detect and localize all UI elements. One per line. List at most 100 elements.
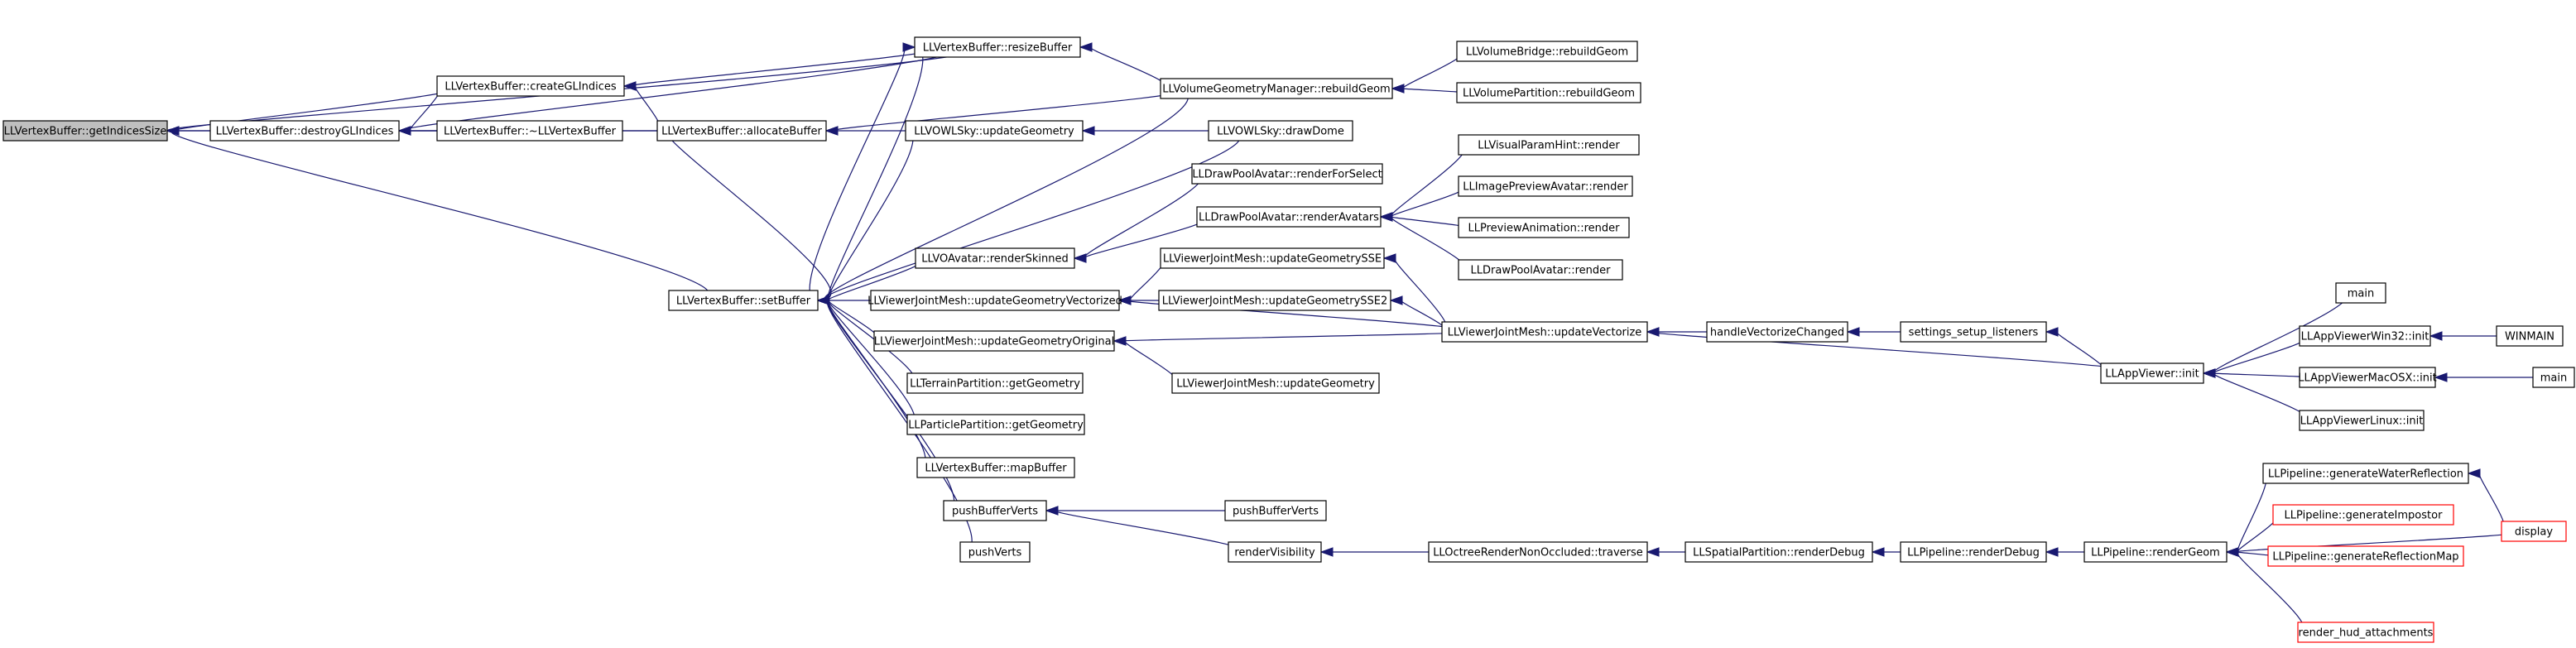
node-label: LLVertexBuffer::mapBuffer: [925, 463, 1067, 475]
node-root[interactable]: LLVertexBuffer::getIndicesSize: [2, 120, 168, 142]
arrowhead: [824, 126, 839, 136]
node-settingsListeners[interactable]: settings_setup_listeners: [1900, 321, 2047, 343]
arrowhead: [1846, 327, 1860, 337]
node-createGL[interactable]: LLVertexBuffer::createGLIndices: [436, 75, 625, 97]
node-box: [2299, 367, 2436, 388]
node-label: LLVertexBuffer::allocateBuffer: [661, 126, 822, 138]
node-pipeRenderGeom[interactable]: LLPipeline::renderGeom: [2083, 541, 2228, 563]
node-owlUpdate[interactable]: LLVOWLSky::updateGeometry: [905, 120, 1084, 142]
node-box: [943, 500, 1047, 521]
node-label: LLVolumeBridge::rebuildGeom: [1466, 46, 1628, 59]
node-appViewerInit[interactable]: LLAppViewer::init: [2100, 362, 2204, 384]
node-handleVectorize[interactable]: handleVectorizeChanged: [1706, 321, 1848, 343]
edge-volGeomMgr-to-resizeBuffer: [1089, 46, 1168, 89]
node-pushVerts[interactable]: pushVerts: [959, 541, 1031, 563]
node-label: pushBufferVerts: [1233, 506, 1319, 518]
node-genWaterRefl[interactable]: LLPipeline::generateWaterReflection: [2262, 463, 2469, 484]
arrowhead: [1117, 295, 1132, 305]
node-owlDraw[interactable]: LLVOWLSky::drawDome: [1208, 120, 1353, 142]
node-volPartition[interactable]: LLVolumePartition::rebuildGeom: [1456, 82, 1641, 103]
arrowhead: [1382, 253, 1396, 263]
arrowhead: [166, 126, 180, 136]
node-box: [2262, 463, 2469, 484]
node-main2[interactable]: main: [2532, 367, 2575, 388]
node-label: LLOctreeRenderNonOccluded::traverse: [1433, 547, 1643, 559]
edge-setBuffer-to-allocateBuffer: [666, 130, 832, 301]
node-resizeBuffer[interactable]: LLVertexBuffer::resizeBuffer: [914, 36, 1081, 58]
node-octreeTraverse[interactable]: LLOctreeRenderNonOccluded::traverse: [1428, 541, 1648, 563]
edge-owlDraw-to-setBuffer: [823, 130, 1241, 301]
node-renderForSelect[interactable]: LLDrawPoolAvatar::renderForSelect: [1191, 163, 1383, 185]
node-main1[interactable]: main: [2335, 282, 2386, 304]
arrowhead: [2434, 372, 2448, 382]
node-label: LLVertexBuffer::resizeBuffer: [923, 42, 1073, 55]
node-label: settings_setup_listeners: [1909, 327, 2039, 339]
node-mapBuffer[interactable]: LLVertexBuffer::mapBuffer: [916, 457, 1075, 478]
arrowhead: [2202, 368, 2216, 378]
node-pushBufferVerts1[interactable]: pushBufferVerts: [943, 500, 1047, 521]
node-win32Init[interactable]: LLAppViewerWin32::init: [2299, 325, 2431, 347]
node-label: LLVertexBuffer::destroyGLIndices: [216, 126, 394, 138]
node-destroyGL[interactable]: LLVertexBuffer::destroyGLIndices: [209, 120, 400, 142]
node-terrainGeom[interactable]: LLTerrainPartition::getGeometry: [906, 372, 1084, 394]
edge-pushBufferVerts1-to-setBuffer: [827, 300, 955, 511]
node-volGeomMgr[interactable]: LLVolumeGeometryManager::rebuildGeom: [1160, 78, 1393, 99]
node-genReflMap[interactable]: LLPipeline::generateReflectionMap: [2267, 545, 2464, 567]
node-setBuffer[interactable]: LLVertexBuffer::setBuffer: [668, 290, 819, 311]
node-renderSkinned[interactable]: LLVOAvatar::renderSkinned: [915, 247, 1075, 269]
node-linuxInit[interactable]: LLAppViewerLinux::init: [2299, 410, 2425, 431]
edge-resizeBuffer-to-setBuffer: [827, 46, 924, 301]
node-pipeRenderDebug[interactable]: LLPipeline::renderDebug: [1900, 541, 2047, 563]
node-volBridge[interactable]: LLVolumeBridge::rebuildGeom: [1456, 41, 1638, 62]
edge-macInit-to-appViewerInit: [2213, 372, 2309, 378]
node-winmain[interactable]: WINMAIN: [2496, 325, 2564, 347]
edge-imagePreview-to-renderAvatars: [1390, 185, 1466, 218]
node-visParamHint[interactable]: LLVisualParamHint::render: [1458, 134, 1640, 156]
node-allocateBuffer[interactable]: LLVertexBuffer::allocateBuffer: [656, 120, 827, 142]
node-updateVectorize[interactable]: LLViewerJointMesh::updateVectorize: [1441, 321, 1648, 343]
node-spatialRenderDebug[interactable]: LLSpatialPartition::renderDebug: [1684, 541, 1873, 563]
node-box: [1191, 163, 1383, 185]
node-imagePreview[interactable]: LLImagePreviewAvatar::render: [1458, 175, 1633, 197]
node-box: [916, 457, 1075, 478]
node-genImpostor[interactable]: LLPipeline::generateImpostor: [2272, 504, 2454, 526]
node-display[interactable]: display: [2501, 521, 2567, 542]
node-label: LLPipeline::generateReflectionMap: [2272, 551, 2458, 564]
arrowhead: [1871, 547, 1885, 557]
node-renderVisibility[interactable]: renderVisibility: [1228, 541, 1322, 563]
node-box: [2532, 367, 2575, 388]
edge-allocateBuffer-to-createGL: [634, 85, 661, 132]
node-hudAttach[interactable]: render_hud_attachments: [2297, 622, 2434, 643]
arrowhead: [1646, 327, 1660, 337]
edge-genReflMap-to-pipeRenderGeom: [2237, 551, 2272, 557]
node-box: [1158, 290, 1391, 311]
node-label: WINMAIN: [2505, 331, 2554, 343]
edge-updateVectorize-to-ugOriginal: [1121, 331, 1469, 342]
node-box: [873, 330, 1115, 352]
node-label: LLViewerJointMesh::updateGeometry: [1176, 378, 1375, 391]
node-previewAnim[interactable]: LLPreviewAnimation::render: [1458, 217, 1630, 238]
node-box: [2100, 362, 2204, 384]
node-box: [2297, 622, 2434, 643]
node-box: [436, 120, 623, 142]
node-box: [905, 120, 1084, 142]
node-ugVectorized[interactable]: LLViewerJointMesh::updateGeometryVectori…: [867, 290, 1122, 311]
node-ugSSE[interactable]: LLViewerJointMesh::updateGeometrySSE: [1160, 247, 1385, 269]
node-box: [1228, 541, 1322, 563]
node-particleGeom[interactable]: LLParticlePartition::getGeometry: [906, 414, 1085, 435]
node-drawPoolAvatar[interactable]: LLDrawPoolAvatar::render: [1458, 259, 1623, 281]
arrowhead: [1073, 253, 1087, 263]
node-box: [2496, 325, 2564, 347]
node-ugSSE2[interactable]: LLViewerJointMesh::updateGeometrySSE2: [1158, 290, 1391, 311]
node-pushBufferVerts2[interactable]: pushBufferVerts: [1224, 500, 1327, 521]
edge-setBuffer-to-resizeBuffer: [809, 46, 906, 301]
arrowhead: [2225, 547, 2239, 557]
node-ugOriginal[interactable]: LLViewerJointMesh::updateGeometryOrigina…: [873, 330, 1115, 352]
node-dtor[interactable]: LLVertexBuffer::~LLVertexBuffer: [436, 120, 623, 142]
node-renderAvatars[interactable]: LLDrawPoolAvatar::renderAvatars: [1196, 206, 1382, 228]
node-label: LLVOAvatar::renderSkinned: [921, 253, 1068, 266]
node-macInit[interactable]: LLAppViewerMacOSX::init: [2298, 367, 2437, 388]
node-label: main: [2540, 372, 2567, 385]
node-ugGeometry[interactable]: LLViewerJointMesh::updateGeometry: [1171, 372, 1380, 394]
